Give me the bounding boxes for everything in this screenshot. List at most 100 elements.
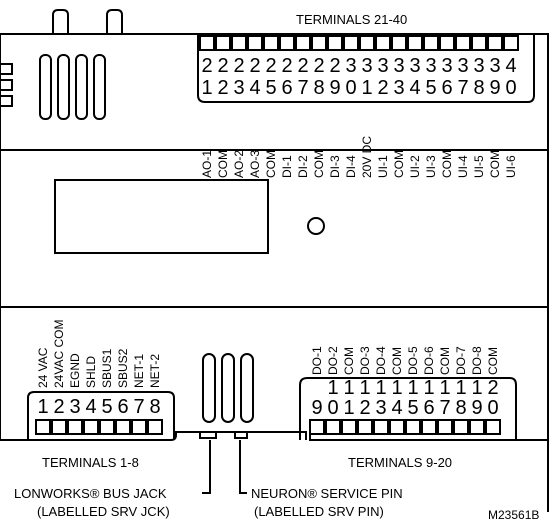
terminal-tens-digit: 3: [345, 55, 357, 77]
terminal-label: DI-3: [328, 155, 342, 178]
top-terminals-title: TERMINALS 21-40: [296, 12, 408, 27]
terminal-label: SBUS2: [116, 348, 130, 388]
terminal-ones-digit: 9: [311, 397, 323, 419]
terminal-label: DI-1: [280, 155, 294, 178]
terminal-label: 24VAC COM: [52, 319, 66, 388]
terminal-number: 5: [101, 396, 113, 418]
terminal-screw-top: [471, 35, 487, 51]
terminal-label: UI-5: [472, 155, 486, 178]
terminal-label: COM: [342, 347, 356, 375]
terminal-tens-digit: 3: [393, 55, 405, 77]
terminal-screw-top: [343, 35, 359, 51]
terminal-tens-digit: 3: [457, 55, 469, 77]
terminal-label: COM: [390, 347, 404, 375]
terminal-label: AO-3: [248, 149, 262, 178]
terminal-screw-top: [311, 35, 327, 51]
terminal-screw-top: [503, 35, 519, 51]
right-terminal-block: [299, 377, 517, 440]
terminal-screw-left: [115, 419, 131, 435]
terminal-screw-top: [247, 35, 263, 51]
terminal-screw-right: [421, 419, 437, 435]
terminal-tens-digit: 2: [265, 55, 277, 77]
terminal-ones-digit: 7: [439, 397, 451, 419]
terminal-label: COM: [264, 150, 278, 178]
terminal-tens-digit: 3: [473, 55, 485, 77]
terminal-ones-digit: 0: [327, 397, 339, 419]
terminal-tens-digit: 2: [201, 55, 213, 77]
terminal-tens-digit: 2: [281, 55, 293, 77]
terminal-label: UI-1: [376, 155, 390, 178]
terminal-screw-left: [67, 419, 83, 435]
terminal-tens-digit: 1: [343, 377, 355, 399]
terminal-ones-digit: 1: [201, 77, 213, 99]
neuron-callout: NEURON® SERVICE PIN: [251, 486, 403, 501]
terminal-tens-digit: 3: [361, 55, 373, 77]
vent-slots: [0, 54, 106, 120]
terminal-screw-right: [469, 419, 485, 435]
terminal-ones-digit: 2: [359, 397, 371, 419]
display-window: [54, 179, 269, 254]
neuron-callout-sub: (LABELLED SRV PIN): [254, 504, 384, 519]
terminal-ones-digit: 5: [407, 397, 419, 419]
terminal-tens-digit: 3: [377, 55, 389, 77]
terminal-number: 6: [117, 396, 129, 418]
lonworks-callout-sub: (LABELLED SRV JCK): [37, 504, 170, 519]
terminal-label: 20V DC: [360, 135, 374, 178]
terminal-number: 3: [69, 396, 81, 418]
terminal-screw-right: [341, 419, 357, 435]
terminal-label: COM: [312, 150, 326, 178]
terminal-tens-digit: 1: [423, 377, 435, 399]
terminal-screw-left: [35, 419, 51, 435]
terminal-screw-top: [279, 35, 295, 51]
terminal-label: 24 VAC: [36, 347, 50, 388]
terminal-ones-digit: 2: [217, 77, 229, 99]
terminal-number: 8: [149, 396, 161, 418]
terminal-screw-top: [375, 35, 391, 51]
terminal-tens-digit: 2: [249, 55, 261, 77]
terminal-ones-digit: 3: [393, 77, 405, 99]
terminal-label: DO-8: [470, 346, 484, 375]
terminal-tens-digit: 2: [217, 55, 229, 77]
terminal-tens-digit: 2: [233, 55, 245, 77]
terminal-screw-top: [327, 35, 343, 51]
terminal-ones-digit: 4: [391, 397, 403, 419]
terminal-ones-digit: 8: [313, 77, 325, 99]
terminal-screw-left: [131, 419, 147, 435]
terminal-ones-digit: 7: [457, 77, 469, 99]
terminal-screw-right: [357, 419, 373, 435]
terminal-ones-digit: 1: [343, 397, 355, 419]
terminal-screw-right: [325, 419, 341, 435]
terminal-label: DO-1: [310, 346, 324, 375]
terminal-ones-digit: 0: [505, 77, 517, 99]
terminal-label: UI-6: [504, 155, 518, 178]
terminal-ones-digit: 6: [281, 77, 293, 99]
terminal-ones-digit: 9: [489, 77, 501, 99]
terminal-screw-right: [373, 419, 389, 435]
terminal-tens-digit: 3: [489, 55, 501, 77]
terminal-number: 1: [37, 396, 49, 418]
terminal-ones-digit: 3: [233, 77, 245, 99]
terminal-screw-top: [295, 35, 311, 51]
terminal-screw-top: [407, 35, 423, 51]
terminal-label: DI-2: [296, 155, 310, 178]
terminal-label: COM: [438, 347, 452, 375]
terminal-label: COM: [486, 347, 500, 375]
terminal-screw-top: [231, 35, 247, 51]
left-terminals-title: TERMINALS 1-8: [42, 455, 139, 470]
terminal-tens-digit: 1: [471, 377, 483, 399]
terminal-tens-digit: 3: [441, 55, 453, 77]
top-terminal-block: [197, 34, 535, 103]
terminal-screw-left: [147, 419, 163, 435]
lonworks-jack: [199, 431, 217, 439]
terminal-label: COM: [392, 150, 406, 178]
terminal-screw-top: [263, 35, 279, 51]
terminal-label: DO-4: [374, 346, 388, 375]
terminal-label: COM: [216, 150, 230, 178]
terminal-ones-digit: 9: [471, 397, 483, 419]
terminal-screw-top: [215, 35, 231, 51]
terminal-screw-right: [437, 419, 453, 435]
terminal-label: EGND: [68, 353, 82, 388]
terminal-label: DO-5: [406, 346, 420, 375]
lonworks-callout: LONWORKS® BUS JACK: [14, 486, 167, 501]
terminal-label: SBUS1: [100, 348, 114, 388]
